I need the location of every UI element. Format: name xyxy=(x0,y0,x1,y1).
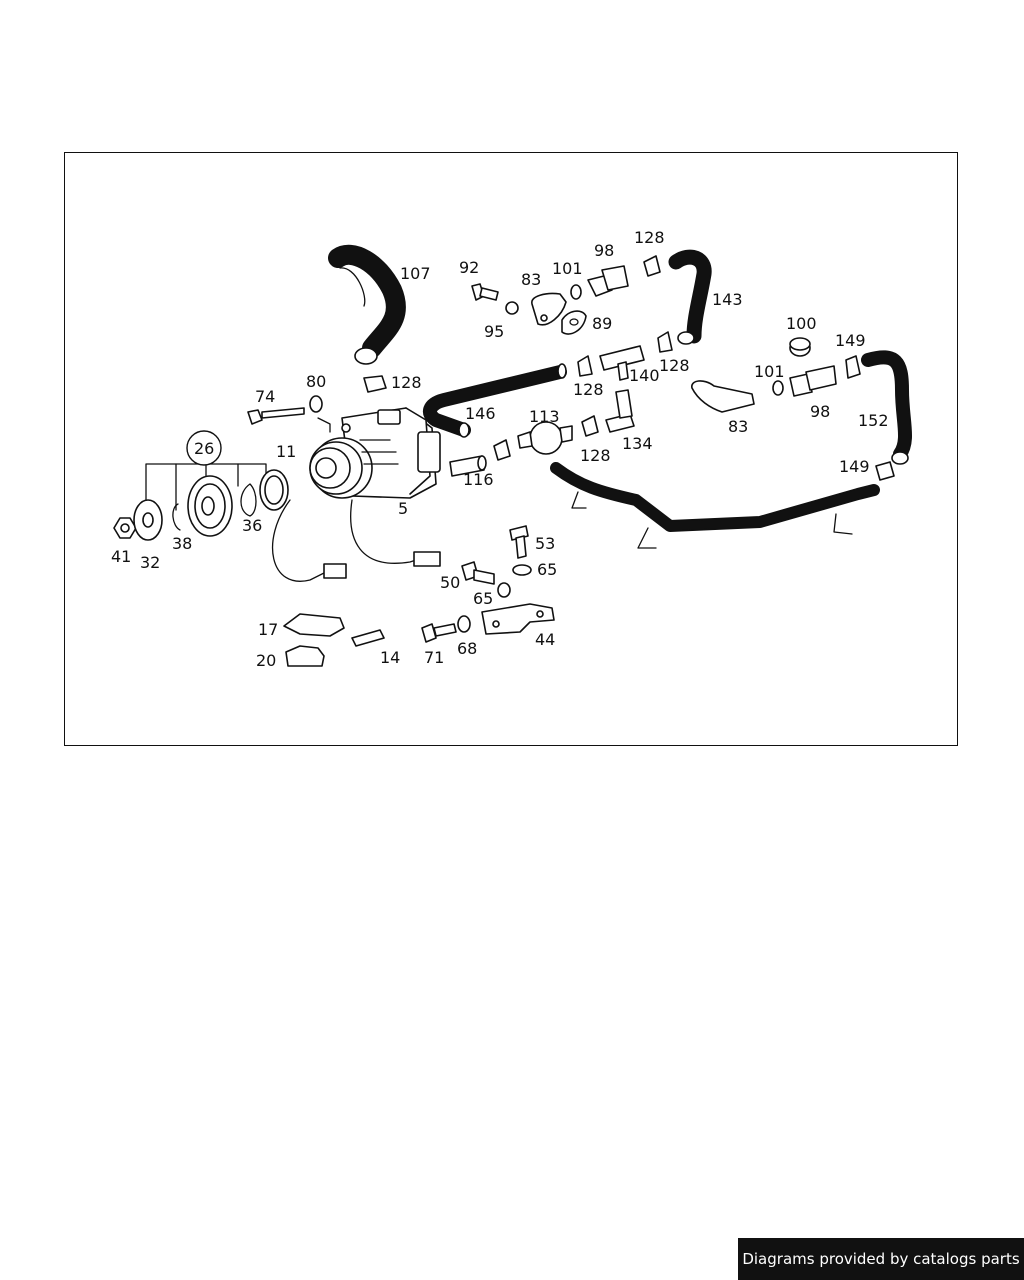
wiring xyxy=(271,499,441,582)
label-36: 36 xyxy=(242,516,262,535)
clamp-128-c xyxy=(577,355,593,377)
label-128: 128 xyxy=(573,380,604,399)
clamp-128-e xyxy=(581,415,599,437)
washer-65-b xyxy=(497,582,511,598)
pump-5 xyxy=(309,407,441,499)
label-89: 89 xyxy=(592,314,612,333)
label-128: 128 xyxy=(634,228,665,247)
label-20: 20 xyxy=(256,651,276,670)
label-41: 41 xyxy=(111,547,131,566)
label-107: 107 xyxy=(400,264,431,283)
washer-95 xyxy=(505,301,519,315)
washer-80 xyxy=(309,395,323,413)
ring-101-top xyxy=(570,284,582,300)
label-128: 128 xyxy=(580,446,611,465)
bolt-50 xyxy=(461,561,495,585)
return-pipe xyxy=(550,462,880,549)
flange-83-right xyxy=(691,380,755,413)
elbow-134 xyxy=(605,389,635,433)
tee-140 xyxy=(599,345,645,381)
label-152: 152 xyxy=(858,411,889,430)
clip-20 xyxy=(285,645,325,667)
label-14: 14 xyxy=(380,648,400,667)
callout-labels: 107 92 83 101 98 128 143 95 89 128 128 1… xyxy=(111,228,889,670)
label-44: 44 xyxy=(535,630,555,649)
label-140: 140 xyxy=(629,366,660,385)
label-38: 38 xyxy=(172,534,192,553)
label-101: 101 xyxy=(552,259,583,278)
cap-100 xyxy=(789,337,811,357)
ring-101-right xyxy=(772,380,784,396)
valve-113 xyxy=(517,421,573,455)
label-149: 149 xyxy=(839,457,870,476)
label-74: 74 xyxy=(255,387,275,406)
clamp-128-f xyxy=(493,439,511,461)
label-26: 26 xyxy=(194,439,214,458)
label-128: 128 xyxy=(391,373,422,392)
label-116: 116 xyxy=(463,470,494,489)
label-83: 83 xyxy=(521,270,541,289)
valve-98-top xyxy=(587,265,629,297)
bracket-44 xyxy=(481,603,555,635)
flange-83-top xyxy=(531,292,567,326)
washer-68 xyxy=(457,615,471,633)
label-5: 5 xyxy=(398,499,408,518)
label-65: 65 xyxy=(473,589,493,608)
label-53: 53 xyxy=(535,534,555,553)
label-113: 113 xyxy=(529,407,560,426)
label-98: 98 xyxy=(810,402,830,421)
label-149: 149 xyxy=(835,331,866,350)
pipe-146 xyxy=(422,363,567,438)
label-68: 68 xyxy=(457,639,477,658)
label-32: 32 xyxy=(140,553,160,572)
hose-152 xyxy=(861,350,912,465)
clutch-assembly xyxy=(113,430,289,541)
valve-98-right xyxy=(789,365,837,397)
label-50: 50 xyxy=(440,573,460,592)
clamp-128-a xyxy=(643,255,661,277)
fitting-116 xyxy=(449,455,487,477)
label-128: 128 xyxy=(659,356,690,375)
label-134: 134 xyxy=(622,434,653,453)
diagram-frame xyxy=(64,152,958,746)
label-100: 100 xyxy=(786,314,817,333)
label-65: 65 xyxy=(537,560,557,579)
label-98: 98 xyxy=(594,241,614,260)
bolt-74 xyxy=(247,407,305,425)
label-101: 101 xyxy=(754,362,785,381)
label-83: 83 xyxy=(728,417,748,436)
screw-92 xyxy=(471,283,499,301)
gasket-89 xyxy=(561,310,587,335)
label-95: 95 xyxy=(484,322,504,341)
label-71: 71 xyxy=(424,648,444,667)
label-11: 11 xyxy=(276,442,296,461)
label-80: 80 xyxy=(306,372,326,391)
bracket-17 xyxy=(283,613,345,637)
clamp-149-a xyxy=(845,355,861,379)
label-17: 17 xyxy=(258,620,278,639)
clamp-128-d xyxy=(363,375,387,393)
bolt-71 xyxy=(421,623,457,643)
label-146: 146 xyxy=(465,404,496,423)
label-92: 92 xyxy=(459,258,479,277)
washer-65-a xyxy=(512,564,532,576)
hose-143 xyxy=(668,249,712,345)
clamp-149-b xyxy=(875,461,895,481)
label-143: 143 xyxy=(712,290,743,309)
footer-credit[interactable]: Diagrams provided by catalogs parts xyxy=(738,1238,1024,1280)
pin-14 xyxy=(351,629,385,647)
bolt-53 xyxy=(509,525,529,559)
clamp-128-b xyxy=(657,331,673,353)
hose-107 xyxy=(328,244,406,365)
